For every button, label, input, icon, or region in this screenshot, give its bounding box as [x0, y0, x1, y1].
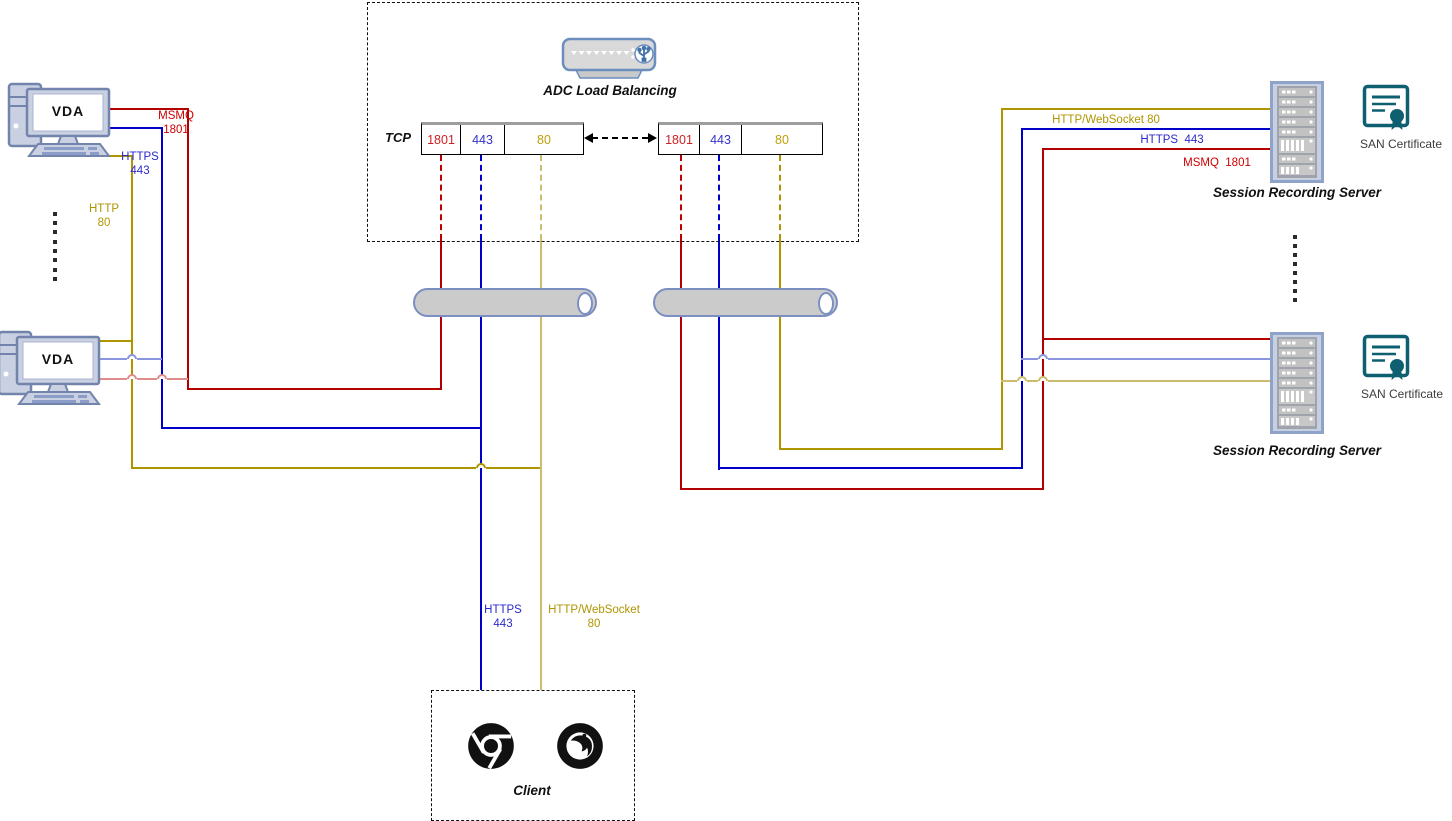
- server1-icon: [1270, 81, 1324, 188]
- edge-http-left-vertical: [131, 155, 133, 469]
- edge-msmq-server2: [1042, 338, 1272, 340]
- edge-msmq-adc-right-dashed: [680, 155, 682, 240]
- line-jump-arc: [127, 374, 137, 379]
- pipe-opening: [818, 292, 834, 315]
- edge-http-right-bottom: [779, 448, 1003, 450]
- arrowhead-right: [648, 133, 657, 143]
- server2-icon: [1270, 332, 1324, 439]
- edge-https-server1: [1021, 128, 1272, 130]
- port-cell-1801: 1801: [422, 125, 461, 154]
- arrowhead-left: [584, 133, 593, 143]
- edge-https-vda1: [110, 127, 163, 129]
- edge-https-adc-right: [718, 240, 720, 470]
- edge-https-adc-left-dashed: [480, 155, 482, 240]
- tcp-label: TCP: [385, 130, 411, 145]
- vda2-icon: [0, 329, 104, 412]
- edge-msmq-adc-left-dashed: [440, 155, 442, 240]
- edge-msmq-vda2-seg2: [137, 378, 157, 380]
- network-pipe-left: [413, 288, 597, 317]
- sync-arrow: [592, 137, 648, 139]
- line-jump-arc: [127, 354, 137, 359]
- line-jump-arc: [157, 374, 167, 379]
- server-ws-label: HTTP/WebSocket 80: [1052, 114, 1160, 126]
- edge-https-right-bottom: [718, 467, 1023, 469]
- edge-msmq-right-vertical: [1042, 149, 1044, 490]
- chrome-browser-icon: [466, 721, 516, 776]
- edge-https-server2-seg1: [1021, 358, 1038, 360]
- line-jump-arc: [1038, 376, 1048, 381]
- edge-https-left-bottom: [161, 427, 482, 429]
- edge-http-server2-seg2: [1027, 380, 1038, 382]
- edge-http-adc-right-dashed: [779, 155, 781, 240]
- edge-http-right-vertical: [1001, 108, 1003, 449]
- san-certificate1-label: SAN Certificate: [1359, 137, 1443, 151]
- pipe-opening: [577, 292, 593, 315]
- firefox-browser-icon: [555, 721, 605, 776]
- edge-http-server2-seg1: [1001, 380, 1017, 382]
- edge-msmq-right-bottom: [680, 488, 1044, 490]
- port-cell-80: 80: [775, 132, 789, 147]
- edge-http-adc-client: [540, 240, 542, 690]
- edge-msmq-left-bottom: [187, 388, 442, 390]
- edge-http-left-bottom-seg2: [486, 467, 542, 469]
- san-certificate2-icon: [1362, 334, 1414, 389]
- port-cell-443: 443: [700, 125, 742, 154]
- edge-msmq-left-vertical: [187, 108, 189, 390]
- san-certificate2-label: SAN Certificate: [1360, 387, 1444, 401]
- edge-msmq-vda2-seg1: [100, 378, 127, 380]
- edge-https-right-vertical: [1021, 128, 1023, 469]
- san-certificate1-icon: [1362, 84, 1414, 139]
- adc-load-balancing-box: [367, 2, 859, 242]
- vda2-label: VDA: [41, 351, 75, 367]
- server-msmq-label: MSMQ 1801: [1183, 157, 1251, 169]
- port-table-left: 1801 443 80: [421, 122, 584, 155]
- line-jump-arc: [1038, 354, 1048, 359]
- line-jump-arc: [476, 463, 486, 468]
- client-title: Client: [513, 783, 551, 798]
- port-cell-80: 80: [537, 132, 551, 147]
- edge-https-vda2-seg2: [137, 358, 162, 360]
- edge-http-server2-seg3: [1048, 380, 1272, 382]
- port-cell-1801: 1801: [659, 125, 700, 154]
- edge-msmq-vda2-seg3: [167, 378, 188, 380]
- edge-http-left-bottom-seg1: [131, 467, 476, 469]
- edge-https-server2-seg2: [1048, 358, 1272, 360]
- edge-http-server1: [1001, 108, 1272, 110]
- network-pipe-right: [653, 288, 838, 317]
- port-table-right: 1801 443 80: [658, 122, 823, 155]
- server2-title: Session Recording Server: [1212, 443, 1382, 458]
- adc-title: ADC Load Balancing: [543, 83, 677, 98]
- server1-title: Session Recording Server: [1212, 185, 1382, 200]
- edge-http-adc-left-dashed: [540, 155, 542, 240]
- edge-https-left-vertical: [161, 127, 163, 429]
- line-jump-arc: [1017, 376, 1027, 381]
- port-cell-443: 443: [461, 125, 505, 154]
- load-balancer-icon: [560, 36, 660, 89]
- edge-msmq-vda1: [110, 108, 188, 110]
- edge-http-vda2: [100, 340, 132, 342]
- edge-msmq-adc-right: [680, 240, 682, 490]
- edge-http-adc-right: [779, 240, 781, 450]
- vda1-label: VDA: [51, 103, 85, 119]
- edge-msmq-server1: [1042, 148, 1272, 150]
- vda1-icon: [6, 81, 114, 164]
- edge-https-adc-right-dashed: [718, 155, 720, 240]
- server-https-label: HTTPS 443: [1140, 134, 1204, 146]
- edge-https-vda2-seg1: [100, 358, 127, 360]
